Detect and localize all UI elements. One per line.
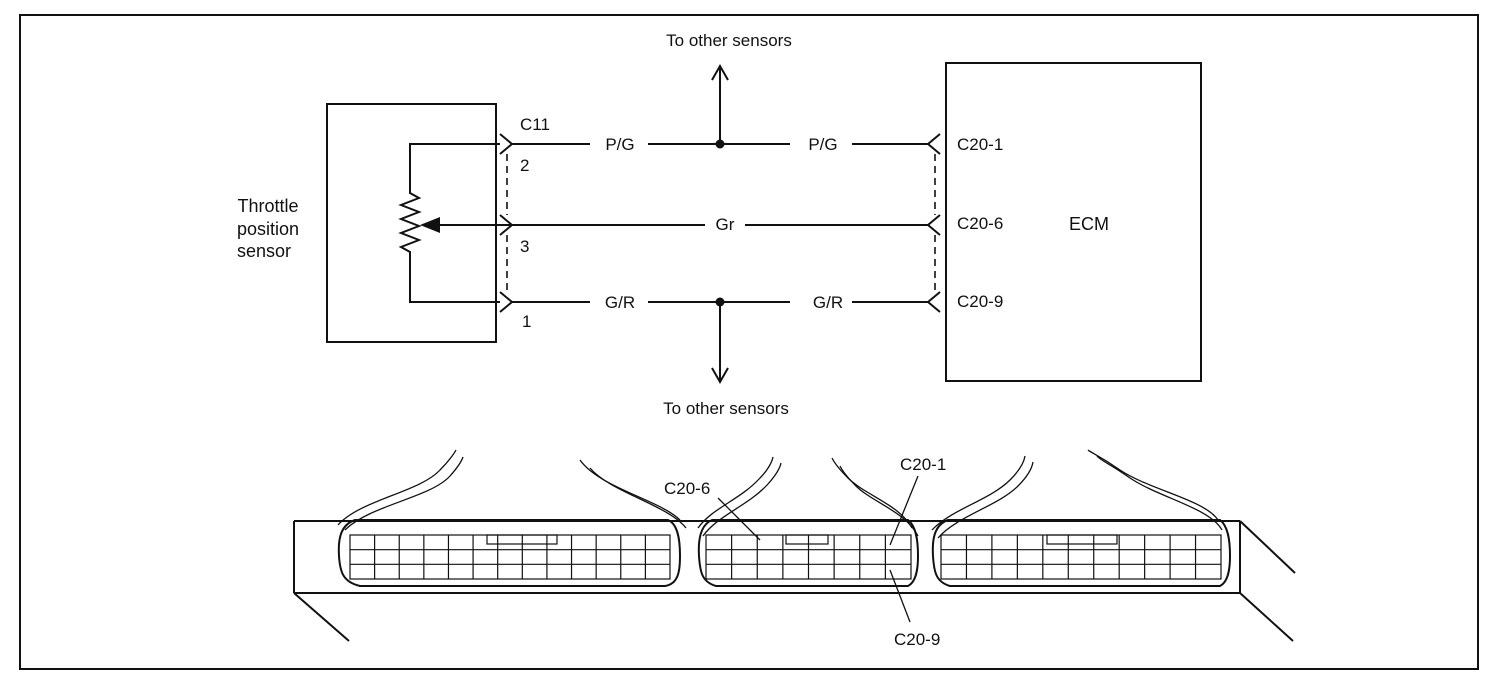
branch-up	[711, 63, 729, 149]
connector-block-middle	[697, 519, 920, 587]
wire-g-r-left-label: G/R	[605, 293, 635, 312]
callout-c20-1: C20-1	[900, 455, 946, 474]
diagram-frame	[19, 14, 1479, 670]
branch-up-label: To other sensors	[666, 31, 792, 50]
callout-c20-6-leader	[717, 497, 761, 541]
callout-c20-1-leader	[889, 475, 919, 546]
arrow-up-icon	[711, 63, 729, 81]
callout-c20-6: C20-6	[664, 479, 710, 498]
sensor-pin-2: 2	[520, 156, 529, 175]
sensor-pin-1: 1	[522, 312, 531, 331]
ecm-pin-c20-9: C20-9	[957, 292, 1003, 311]
callout-c20-9: C20-9	[894, 630, 940, 649]
connector-block-left	[337, 519, 682, 587]
sensor-box	[326, 103, 497, 343]
potentiometer-symbol	[398, 143, 500, 303]
arrow-down-icon	[711, 367, 729, 385]
ecm-connector-c20	[926, 133, 941, 313]
wire-pg-left-label: P/G	[605, 135, 634, 154]
branch-down-label: To other sensors	[663, 399, 789, 418]
sensor-pin-3: 3	[520, 237, 529, 256]
branch-down	[711, 297, 729, 385]
sensor-label-line-2: position	[237, 219, 299, 239]
wiper-arrow-icon	[420, 217, 440, 233]
wire-gr-label: Gr	[716, 215, 735, 234]
wire-pg-right-label: P/G	[808, 135, 837, 154]
wire-g-r-right-label: G/R	[813, 293, 843, 312]
wire-harness	[337, 449, 1223, 539]
ecm-pin-c20-6: C20-6	[957, 214, 1003, 233]
ecm-box	[945, 62, 1202, 382]
sensor-label-line-3: sensor	[237, 241, 291, 261]
ecm-label: ECM	[1069, 214, 1109, 234]
connector-block-right	[931, 519, 1232, 587]
ecm-pin-c20-1: C20-1	[957, 135, 1003, 154]
sensor-label-line-1: Throttle	[237, 196, 298, 216]
connector-c11-label: C11	[520, 115, 550, 134]
sensor-connector-c11	[499, 133, 514, 313]
callout-c20-9-leader	[889, 569, 911, 623]
